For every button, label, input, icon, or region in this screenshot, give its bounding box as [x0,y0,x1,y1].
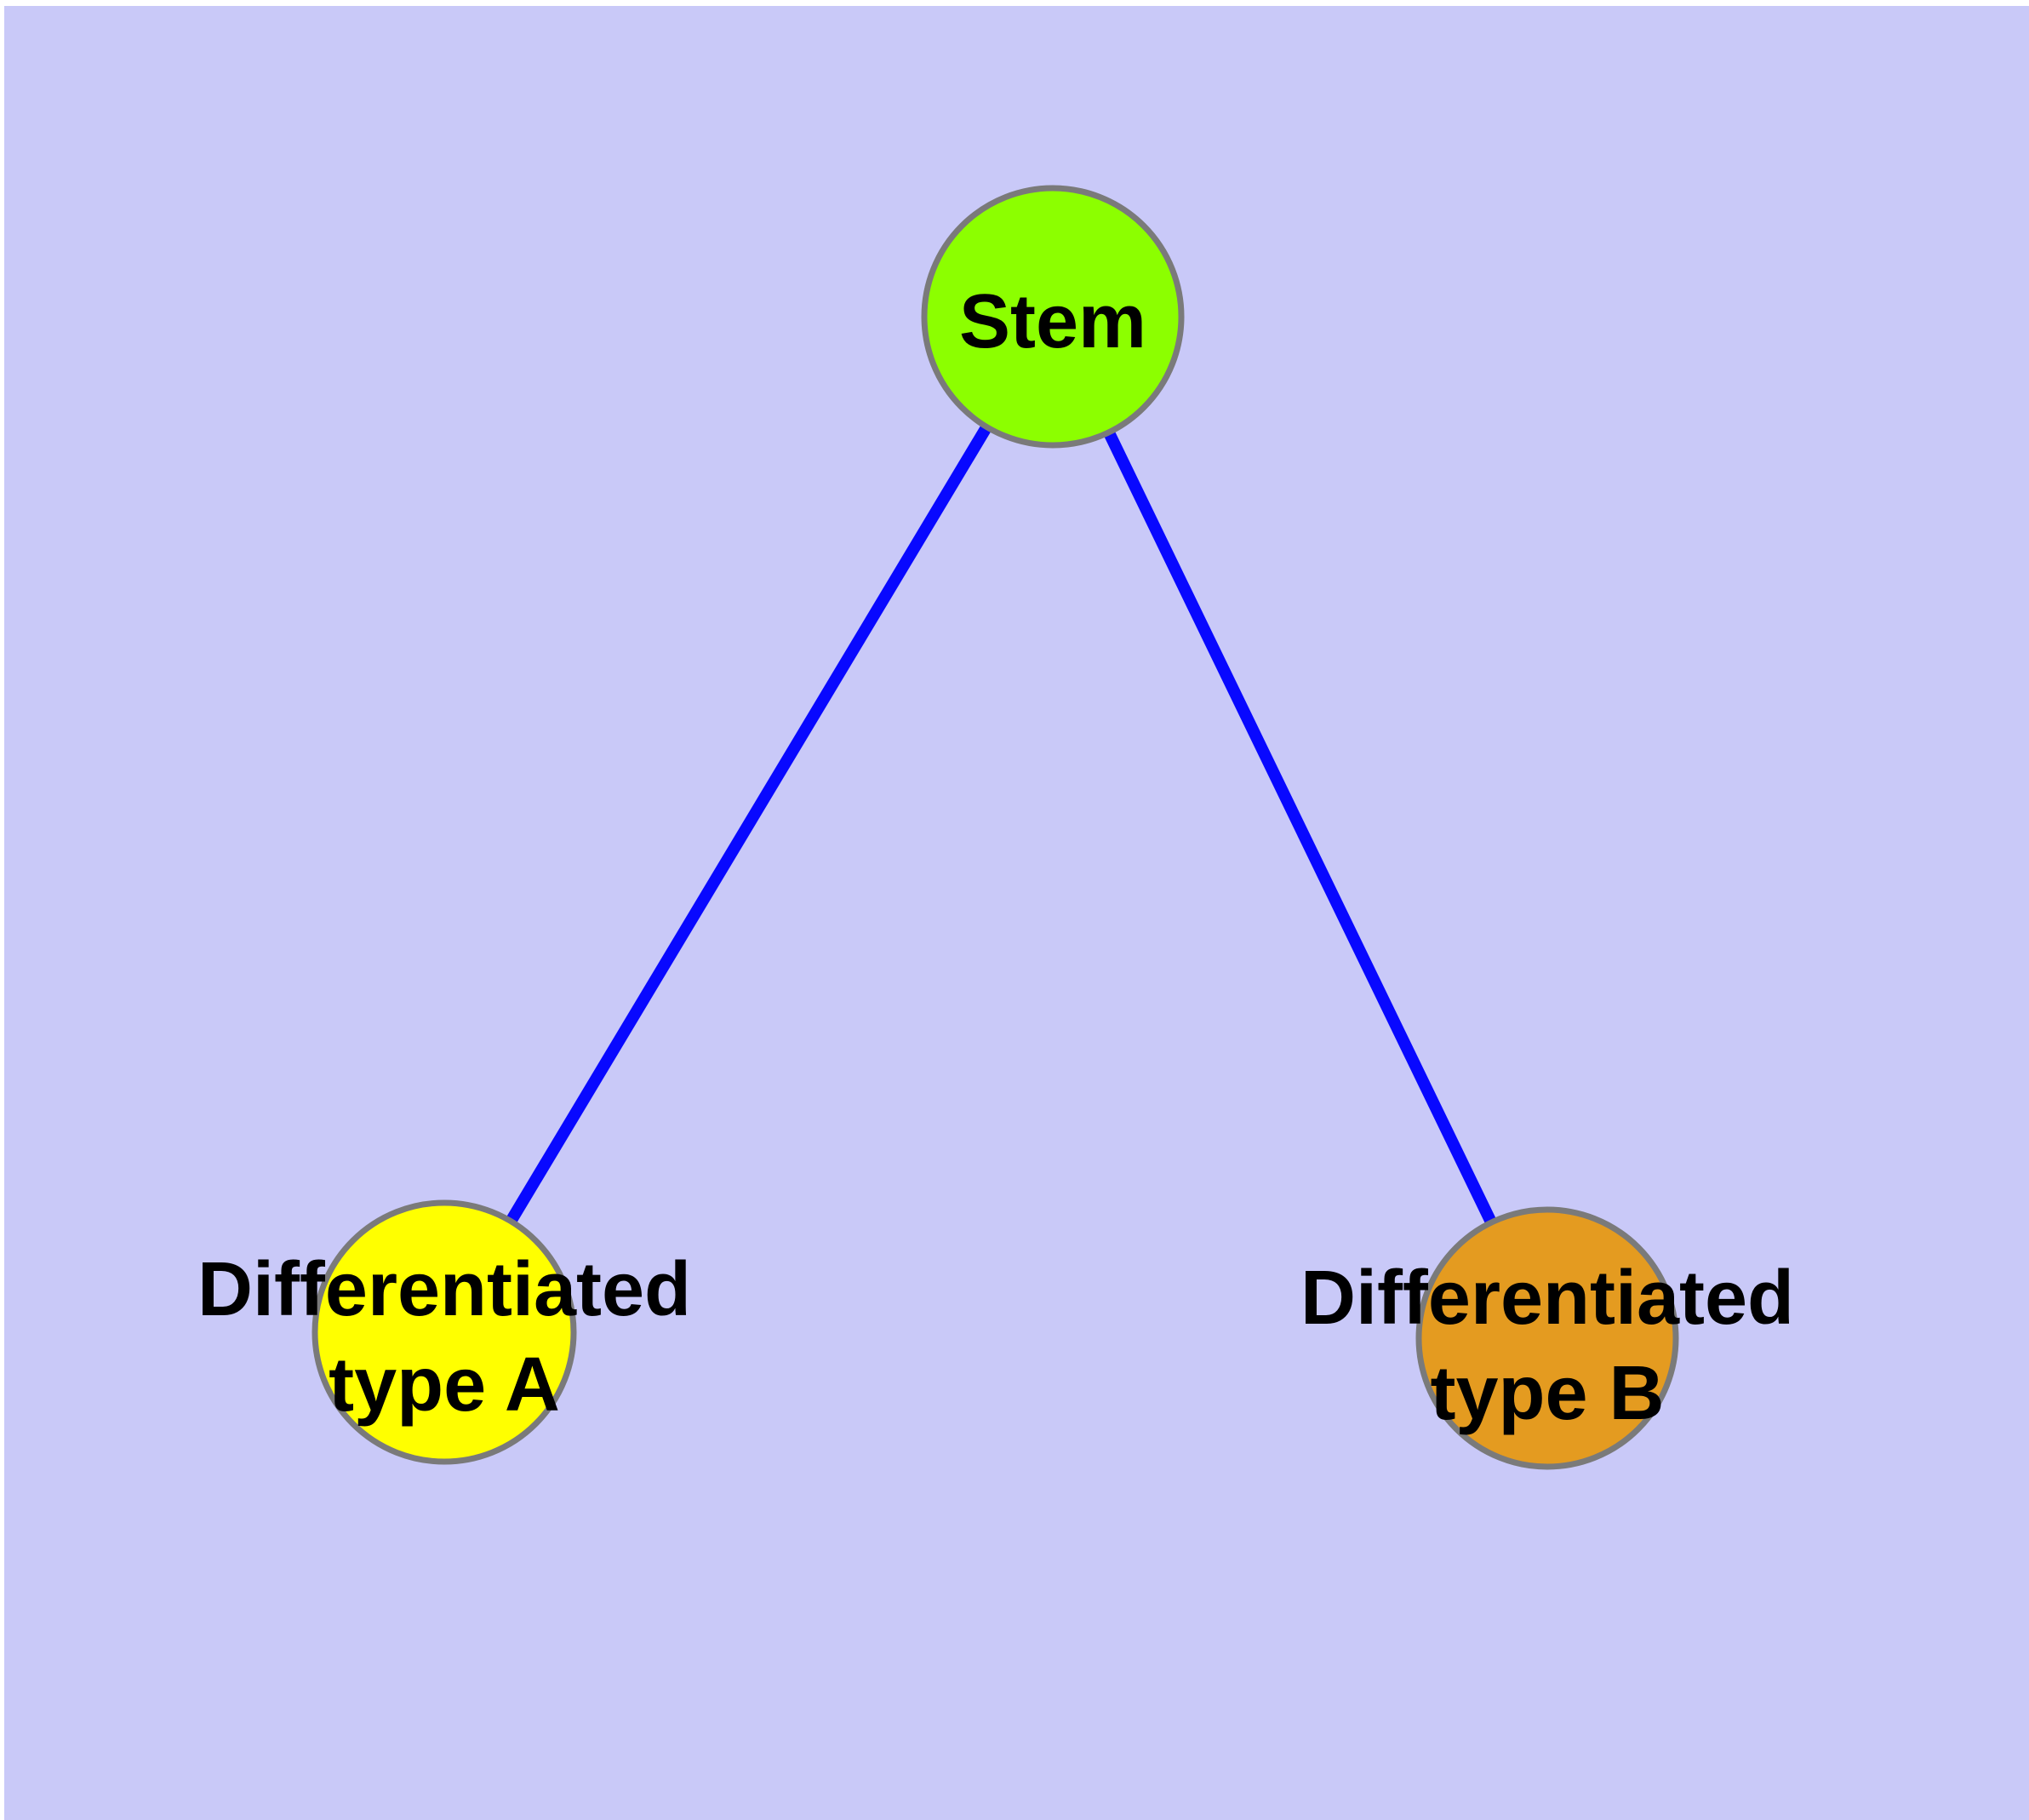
edge-stem-to-type-a [438,313,1059,1336]
node-differentiated-type-b[interactable] [1415,1206,1679,1470]
edge-stem-to-type-b [1047,313,1553,1342]
node-differentiated-type-a[interactable] [311,1199,577,1465]
node-stem[interactable] [921,185,1185,449]
